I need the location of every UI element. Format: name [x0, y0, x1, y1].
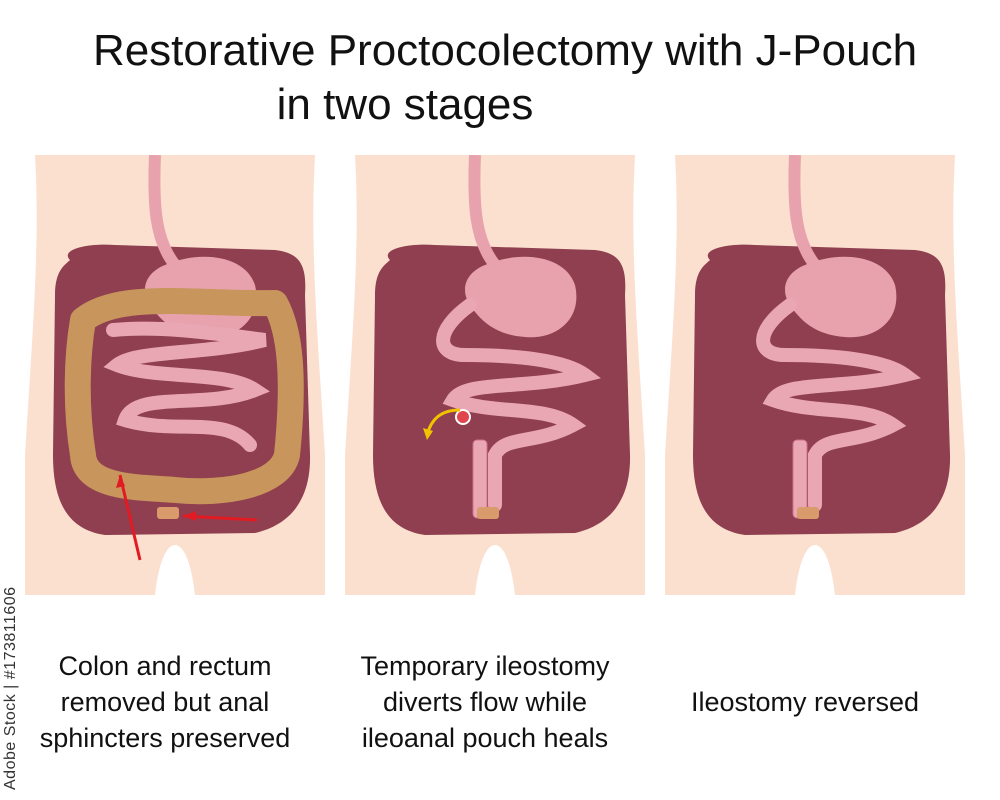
flow-arrow-head	[423, 428, 433, 440]
torso-illustration-2	[345, 155, 645, 595]
esophagus	[468, 155, 500, 269]
panel-stage-3	[665, 155, 965, 595]
panel-stage-2	[345, 155, 645, 595]
caption-line: Colon and rectum	[58, 651, 272, 681]
stock-credit: Adobe Stock | #173811606	[2, 586, 19, 790]
j-pouch	[472, 439, 488, 519]
stomach	[465, 256, 577, 338]
esophagus	[148, 155, 180, 269]
arrow-colon-end	[118, 474, 142, 561]
caption-stage-1: Colon and rectum removed but anal sphinc…	[5, 648, 325, 756]
anal-sphincter	[157, 507, 179, 519]
torso-illustration-1	[25, 155, 325, 595]
colon	[64, 287, 304, 505]
small-intestine	[756, 298, 921, 512]
title-line-1: Restorative Proctocolectomy with J-Pouch	[92, 26, 918, 75]
panel-stage-1	[25, 155, 325, 595]
arrow-sphincter-head	[183, 511, 196, 521]
caption-line: Ileostomy reversed	[690, 687, 920, 717]
caption-line: removed but anal	[60, 687, 270, 717]
caption-line: sphincters preserved	[39, 723, 291, 753]
diagram-title: Restorative Proctocolectomy with J-Pouch…	[0, 24, 1000, 132]
caption-stage-3: Ileostomy reversed	[645, 684, 965, 720]
small-intestine	[103, 321, 270, 452]
arrow-colon-end-head	[116, 475, 125, 488]
torso-illustration-3	[665, 155, 965, 595]
esophagus	[788, 155, 820, 269]
ileostomy-stoma	[455, 409, 471, 425]
small-intestine	[436, 298, 601, 512]
j-pouch	[792, 439, 808, 519]
anal-sphincter	[797, 507, 819, 519]
caption-line: diverts flow while	[382, 687, 588, 717]
caption-stage-2: Temporary ileostomy diverts flow while i…	[325, 648, 645, 756]
anal-sphincter	[477, 507, 499, 519]
title-line-2: in two stages	[276, 80, 534, 129]
caption-line: Temporary ileostomy	[360, 651, 610, 681]
stomach	[785, 256, 897, 338]
caption-line: ileoanal pouch heals	[361, 723, 609, 753]
